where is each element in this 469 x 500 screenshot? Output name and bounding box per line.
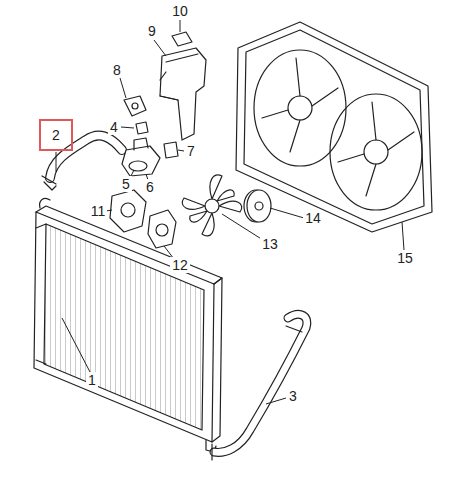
callout-number: 12 [170,257,190,273]
temp-sensor [136,122,148,134]
callout-number: 9 [146,23,158,39]
pump-gasket [148,210,176,248]
radiator [34,198,222,452]
callout-number: 13 [260,236,280,252]
callout-number: 7 [185,143,197,159]
thermostat-housing [122,138,160,176]
callout-number: 1 [86,372,98,388]
tank-cap [172,32,192,46]
callout-number: 5 [120,176,132,192]
fan-shroud [236,22,432,232]
callout-number: 10 [170,3,190,19]
callout-number: 4 [108,119,120,135]
coolant-outlet [124,96,146,116]
callout-number: 14 [303,210,323,226]
callout-number: 8 [111,62,123,78]
housing-gasket [164,142,178,158]
callout-number: 11 [89,203,108,219]
fan-blade [182,175,242,236]
thermostat [129,161,147,171]
callout-number: 3 [287,388,299,404]
callout-box: 2 [39,119,73,151]
fan-pulley [244,190,271,222]
leader-lines [56,20,404,404]
upper-hose [42,135,122,190]
water-pump [110,190,146,232]
callout-number: 6 [144,179,156,195]
callout-number: 15 [395,250,415,266]
expansion-tank [160,48,206,140]
callout-number: 2 [52,128,60,142]
lower-hose [212,314,307,460]
